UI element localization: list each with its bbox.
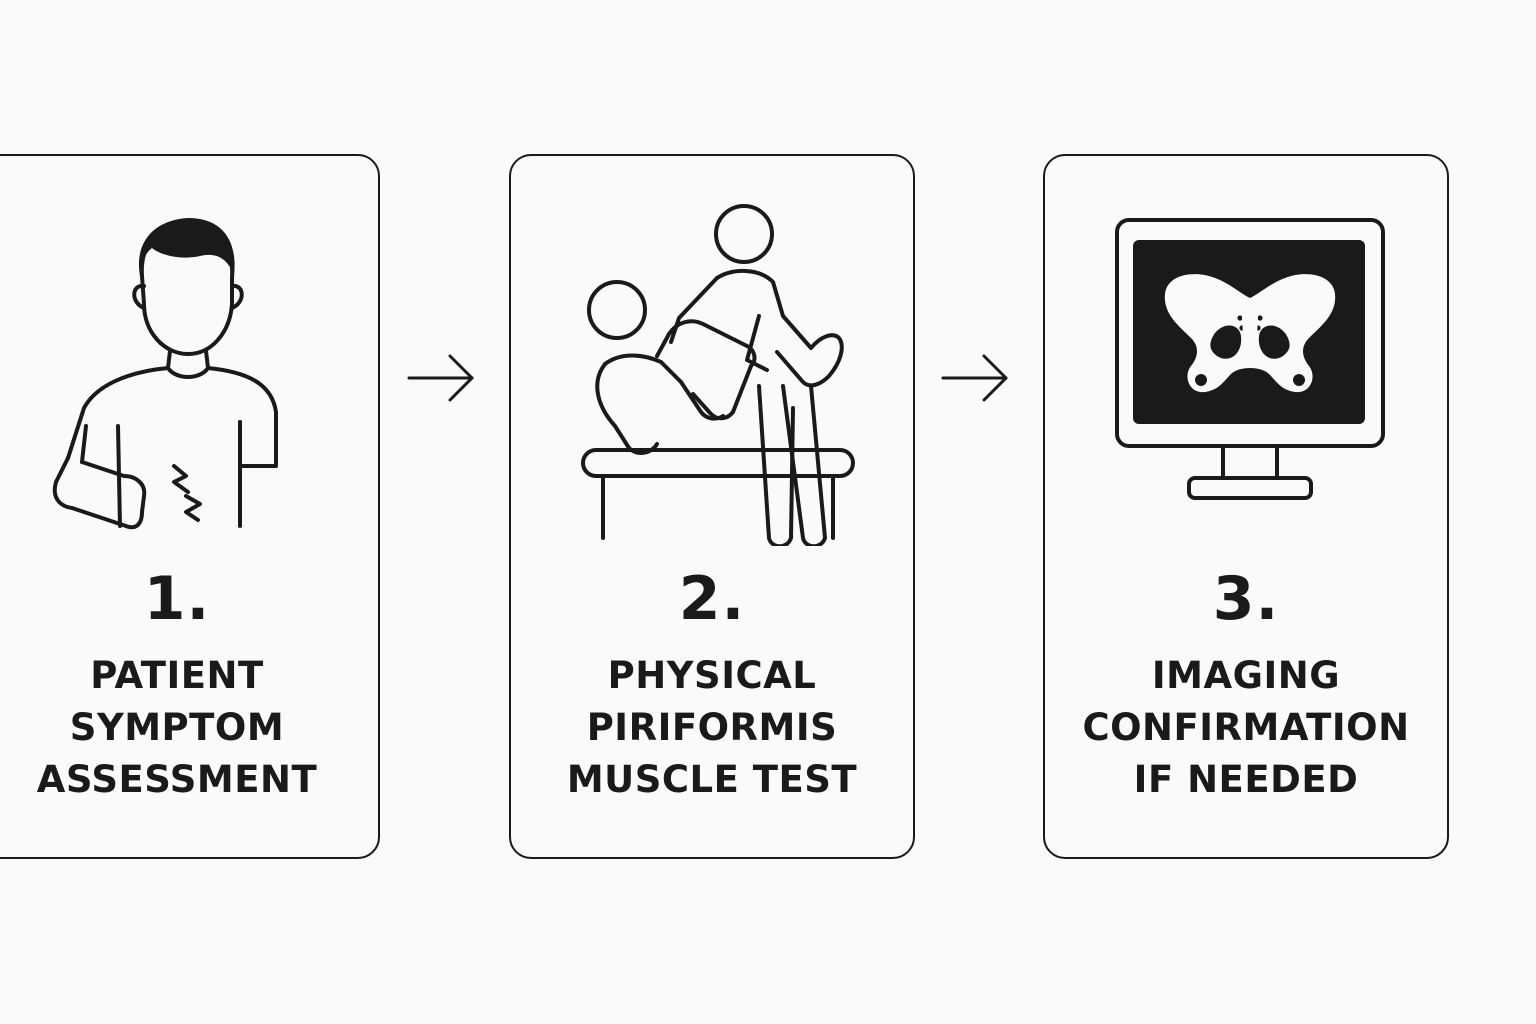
step-number: 2. — [678, 564, 746, 634]
patient-pain-icon — [52, 218, 278, 530]
step-label-line: PATIENT — [90, 654, 264, 697]
step-card-3: 3. IMAGING CONFIRMATION IF NEEDED — [1043, 154, 1449, 859]
physical-exam-icon — [581, 204, 855, 546]
step-label: IMAGING CONFIRMATION IF NEEDED — [1045, 650, 1447, 806]
step-label-line: IMAGING — [1151, 654, 1341, 697]
step-number: 3. — [1212, 564, 1280, 634]
step-card-2: 2. PHYSICAL PIRIFORMIS MUSCLE TEST — [509, 154, 915, 859]
step-label-line: ASSESSMENT — [36, 758, 318, 801]
step-label-line: MUSCLE TEST — [566, 758, 858, 801]
arrow-right-icon — [941, 354, 1008, 402]
step-label-line: SYMPTOM — [69, 706, 285, 749]
pelvis-monitor-icon — [1115, 218, 1385, 500]
step-number: 1. — [143, 564, 211, 634]
step-label-line: IF NEEDED — [1133, 758, 1359, 801]
step-label-line: PIRIFORMIS — [586, 706, 838, 749]
step-card-1: 1. PATIENT SYMPTOM ASSESSMENT — [0, 154, 380, 859]
step-label: PATIENT SYMPTOM ASSESSMENT — [0, 650, 378, 806]
step-label: PHYSICAL PIRIFORMIS MUSCLE TEST — [511, 650, 913, 806]
step-label-line: PHYSICAL — [607, 654, 817, 697]
arrow-right-icon — [407, 354, 474, 402]
step-label-line: CONFIRMATION — [1082, 706, 1410, 749]
